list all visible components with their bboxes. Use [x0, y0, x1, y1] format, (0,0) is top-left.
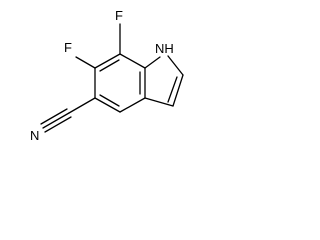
fluorine-label-left: F [64, 40, 72, 55]
indole-structure-diagram: F F NH N [30, 8, 184, 143]
bond-c5-c4 [94, 97, 121, 113]
bond-c4-c3a [119, 97, 146, 113]
bond-c3-c3a [144, 97, 174, 107]
double-bond-c2-c3-inner [167, 76, 178, 103]
triple-bond-cn-b [40, 108, 68, 125]
nitrile-nitrogen-label: N [30, 128, 39, 143]
structure-canvas: F F NH N [0, 0, 212, 158]
triple-bond-cn-c [44, 116, 72, 133]
bond-c6-f [75, 56, 96, 69]
bond-c7-c6 [94, 53, 121, 69]
bond-c7a-c7 [119, 53, 146, 69]
bond-c7a-n1 [144, 56, 161, 69]
bond-c2-c3 [172, 74, 184, 107]
fluorine-label-top: F [115, 8, 123, 23]
double-bond-c5-c4-inner [99, 94, 120, 107]
bond-n1-c2 [167, 55, 184, 76]
bond-c5-cn [68, 97, 96, 114]
double-bond-c7-c6-inner [99, 59, 120, 72]
triple-bond-cn-a [42, 112, 70, 129]
nh-label: NH [155, 41, 174, 56]
